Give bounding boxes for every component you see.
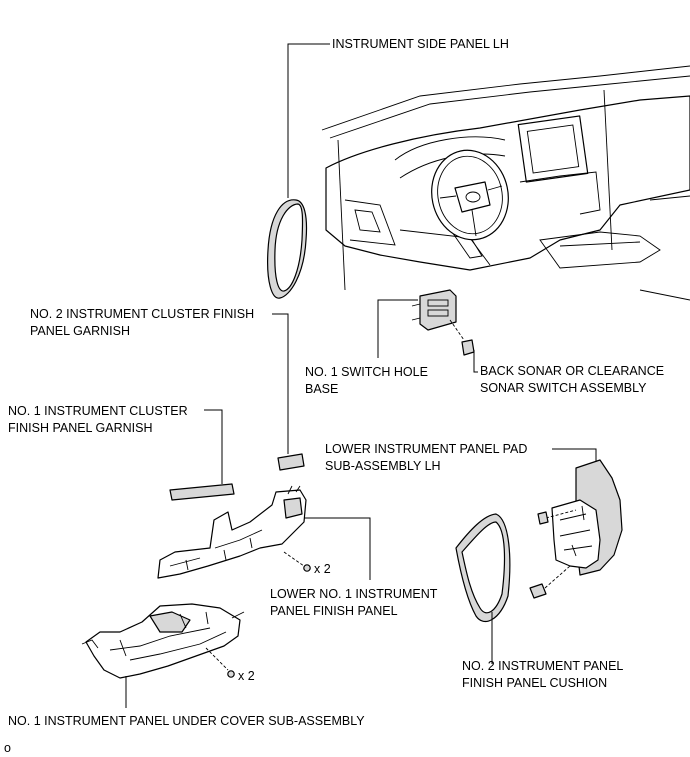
- label-instrument-side-panel-lh: INSTRUMENT SIDE PANEL LH: [332, 37, 509, 51]
- leader-lower-finish-panel: [304, 517, 371, 580]
- steering-wheel: [431, 149, 509, 241]
- qty-under-cover-clips: x 2: [238, 669, 255, 683]
- clip-pair-under-cover: [205, 647, 235, 678]
- qty-finish-panel-clips: x 2: [314, 562, 331, 576]
- label-pad-line2: SUB-ASSEMBLY LH: [325, 459, 441, 473]
- leader-switch-hole-base: [377, 299, 418, 358]
- dashboard-illustration: [321, 65, 690, 301]
- label-under-cover: NO. 1 INSTRUMENT PANEL UNDER COVER SUB-A…: [8, 714, 365, 728]
- leader-side-panel: [287, 43, 330, 198]
- leader-sonar-switch: [473, 350, 478, 373]
- label-no1-cluster-garnish-line1: NO. 1 INSTRUMENT CLUSTER: [8, 404, 188, 418]
- label-lower-finish-panel-line2: PANEL FINISH PANEL: [270, 604, 398, 618]
- no2-instrument-panel-finish-panel-cushion: [455, 513, 511, 622]
- label-cushion-line2: FINISH PANEL CUSHION: [462, 676, 607, 690]
- no2-cluster-finish-panel-garnish: [277, 453, 305, 471]
- lower-no1-instrument-panel-finish-panel: [157, 485, 307, 579]
- label-no1-cluster-garnish-line2: FINISH PANEL GARNISH: [8, 421, 152, 435]
- label-sonar-switch-line2: SONAR SWITCH ASSEMBLY: [480, 381, 647, 395]
- lower-instrument-panel-pad-lh: [551, 459, 623, 576]
- leader-cluster1-garnish: [204, 409, 223, 484]
- label-switch-hole-base-line1: NO. 1 SWITCH HOLE: [305, 365, 428, 379]
- label-no2-cluster-garnish-line2: PANEL GARNISH: [30, 324, 130, 338]
- back-sonar-switch-assembly: [449, 319, 475, 356]
- label-lower-finish-panel-line1: LOWER NO. 1 INSTRUMENT: [270, 587, 438, 601]
- label-no2-cluster-garnish-line1: NO. 2 INSTRUMENT CLUSTER FINISH: [30, 307, 254, 321]
- label-pad-line1: LOWER INSTRUMENT PANEL PAD: [325, 442, 527, 456]
- leader-cluster2-garnish: [272, 313, 289, 454]
- leader-pad: [552, 448, 597, 462]
- clips-pad: [529, 509, 577, 599]
- no1-switch-hole-base: [411, 289, 457, 331]
- no1-cluster-finish-panel-garnish: [169, 483, 235, 501]
- label-switch-hole-base-line2: BASE: [305, 382, 338, 396]
- label-cushion-line1: NO. 2 INSTRUMENT PANEL: [462, 659, 623, 673]
- clip-pair-finish-panel: [283, 551, 311, 572]
- label-sonar-switch-line1: BACK SONAR OR CLEARANCE: [480, 364, 664, 378]
- no1-instrument-panel-under-cover: [81, 603, 245, 679]
- figure-reference: o: [4, 741, 11, 755]
- instrument-side-panel-lh: [267, 199, 308, 299]
